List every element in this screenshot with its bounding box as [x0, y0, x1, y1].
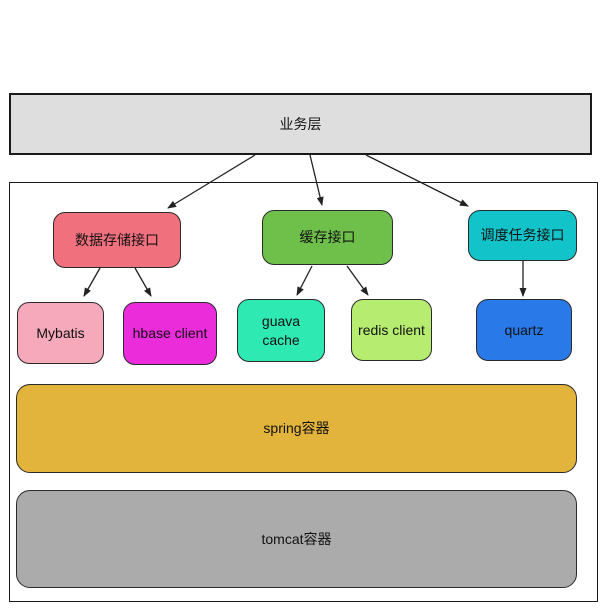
node-quartz-label: quartz — [504, 321, 544, 338]
node-mybatis-label: Mybatis — [36, 324, 85, 341]
node-quartz: quartz — [476, 299, 572, 361]
node-cache-interface-label: 缓存接口 — [299, 229, 356, 246]
node-spring-container-label: spring容器 — [263, 420, 330, 437]
node-redis-client: redis client — [351, 299, 432, 361]
node-tomcat-container-label: tomcat容器 — [261, 530, 332, 547]
node-data-storage-interface: 数据存储接口 — [53, 212, 181, 268]
node-scheduler-interface: 调度任务接口 — [468, 210, 577, 261]
node-redis-client-label: redis client — [358, 321, 425, 338]
node-hbase-client-label: hbase client — [132, 325, 208, 342]
node-scheduler-interface-label: 调度任务接口 — [480, 227, 565, 244]
node-tomcat-container: tomcat容器 — [16, 490, 577, 588]
node-data-storage-interface-label: 数据存储接口 — [75, 231, 159, 248]
node-cache-interface: 缓存接口 — [262, 210, 393, 265]
node-guava-cache-label: guava cache — [261, 313, 301, 348]
node-guava-cache: guava cache — [237, 299, 325, 362]
node-spring-container: spring容器 — [16, 384, 577, 473]
node-mybatis: Mybatis — [17, 302, 104, 364]
node-business-layer-label: 业务层 — [279, 115, 322, 132]
node-business-layer: 业务层 — [9, 93, 592, 155]
node-hbase-client: hbase client — [123, 302, 217, 365]
